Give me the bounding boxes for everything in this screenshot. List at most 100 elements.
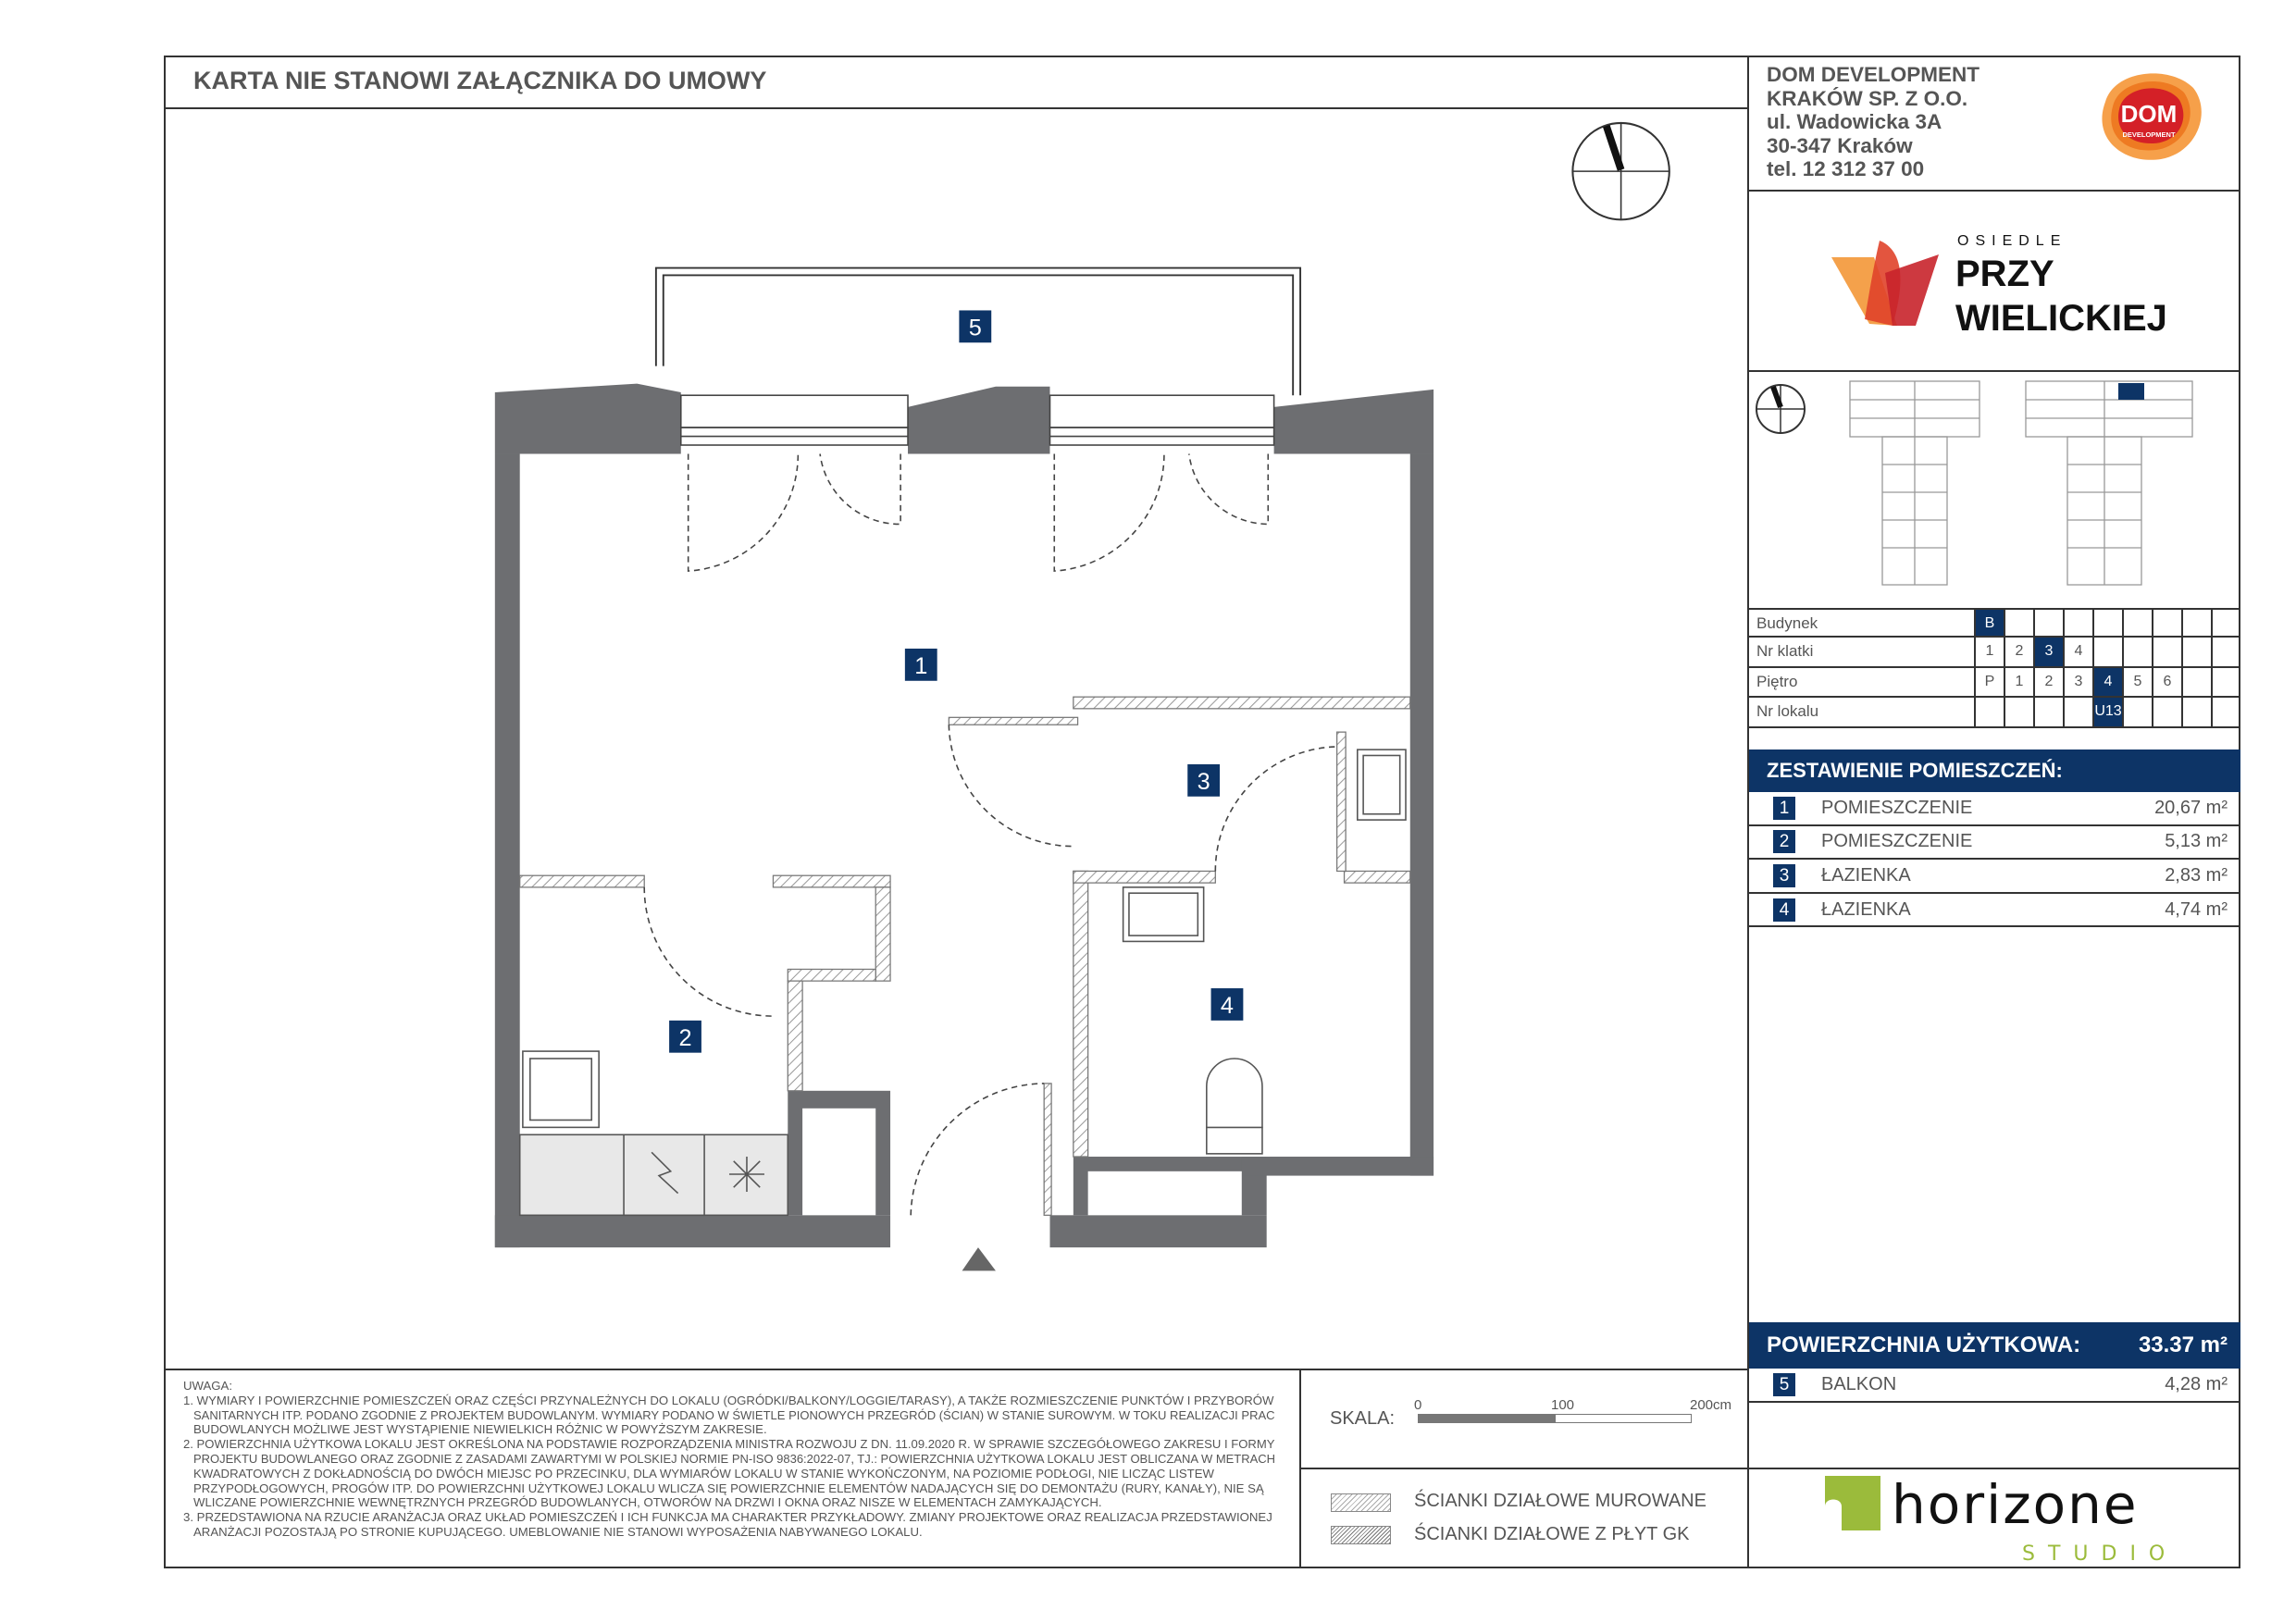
room-name: ŁAZIENKA: [1821, 864, 1911, 886]
door-swings: [643, 453, 1337, 1216]
room-row: 2 POMIESZCZENIE 5,13 m²: [1749, 826, 2240, 861]
dom-development-logo: DOM DEVELOPMENT: [2102, 73, 2202, 160]
key-plan: [1756, 380, 2193, 586]
location-cell: 4: [2092, 667, 2122, 697]
location-cell: 4: [2063, 638, 2092, 666]
room-labels: 1 2 3 4 5: [669, 310, 1244, 1053]
room-label-3: 3: [1198, 769, 1210, 795]
room-number: 4: [1773, 898, 1795, 922]
divider: [1748, 190, 2240, 192]
location-cell: 3: [2033, 638, 2063, 666]
location-cell: 6: [2152, 667, 2181, 697]
divider: [1748, 370, 2240, 372]
logo-wielickiej: WIELICKIEJ: [1955, 298, 2167, 338]
usable-area-label: POWIERZCHNIA UŻYTKOWA:: [1767, 1332, 2081, 1357]
key-plan-compass-icon: [1756, 384, 1806, 434]
location-cell: P: [1974, 667, 2004, 697]
divider: [1748, 1468, 2240, 1469]
compass-icon: [1571, 121, 1670, 221]
dom-logo-subtext: DEVELOPMENT: [2122, 130, 2176, 139]
location-cell: [2033, 610, 2063, 637]
location-cell: B: [1974, 610, 2004, 637]
studio-word: STUDIO: [2022, 1542, 2178, 1566]
room-area: 5,13 m²: [2165, 831, 2228, 852]
location-cell: 2: [2004, 638, 2033, 666]
windows: [679, 394, 1275, 446]
location-label: Piętro: [1756, 672, 1798, 690]
usable-area-value: 33.37 m²: [2138, 1332, 2228, 1357]
note-line: 1. WYMIARY I POWIERZCHNIE POMIESZCZEŃ OR…: [183, 1393, 1274, 1407]
company-info: DOM DEVELOPMENT KRAKÓW SP. Z O.O. ul. Wa…: [1767, 63, 1980, 181]
location-cell: [2033, 698, 2063, 726]
location-label: Nr klatki: [1756, 642, 1814, 661]
room-area: 4,28 m²: [2165, 1373, 2228, 1394]
company-line: 30-347 Kraków: [1767, 133, 1913, 157]
company-line: DOM DEVELOPMENT: [1767, 63, 1980, 86]
balcony-row: 5 BALKON 4,28 m²: [1749, 1369, 2240, 1403]
room-name: ŁAZIENKA: [1821, 898, 1911, 920]
walls: [494, 383, 1434, 1248]
location-cell: [2004, 698, 2033, 726]
bathroom-fixtures: [1122, 749, 1407, 1155]
location-cell: [2181, 698, 2211, 726]
location-cell: [2211, 610, 2240, 637]
location-cell: [2211, 638, 2240, 666]
room-name: POMIESZCZENIE: [1821, 797, 1973, 818]
location-cell: [2211, 698, 2240, 726]
note-line: PROJEKTU BUDOWLANEGO ORAZ ZGODNIE Z ZASA…: [193, 1451, 1276, 1466]
company-line: KRAKÓW SP. Z O.O.: [1767, 86, 1968, 110]
room-name: POMIESZCZENIE: [1821, 831, 1973, 852]
divider: [1747, 56, 1749, 1568]
legend-masonry: ŚCIANKI DZIAŁOWE MUROWANE: [1414, 1491, 1706, 1511]
legend-swatch-masonry: [1331, 1493, 1391, 1512]
location-cell: [2063, 610, 2092, 637]
horizone-word: horizone: [1892, 1473, 2139, 1536]
note-line: 3. PRZEDSTAWIONA NA RZUCIE ARANŻACJA ORA…: [183, 1510, 1272, 1525]
room-label-5: 5: [969, 315, 982, 341]
room-number: 3: [1773, 863, 1795, 887]
floor-plan: 1 2 3 4 5: [494, 121, 1670, 1271]
scale-tick: 100: [1551, 1397, 1575, 1413]
location-cell: [2063, 698, 2092, 726]
scale-tick: 0: [1414, 1397, 1422, 1413]
location-cell: [2152, 638, 2181, 666]
scale-tick: 200cm: [1690, 1397, 1732, 1413]
room-label-4: 4: [1221, 993, 1234, 1019]
location-cell: 1: [2004, 667, 2033, 697]
scale-label: SKALA:: [1330, 1408, 1396, 1429]
location-cell: 5: [2122, 667, 2152, 697]
location-cell: 1: [1974, 638, 2004, 666]
location-cell: [2122, 610, 2152, 637]
location-cell: 2: [2033, 667, 2063, 697]
notes: UWAGA: 1. WYMIARY I POWIERZCHNIE POMIESZ…: [183, 1379, 1285, 1540]
note-line: WLICZANE POWIERZCHNIE WEWNĘTRZNYCH PRZEG…: [193, 1495, 1102, 1510]
company-line: ul. Wadowicka 3A: [1767, 110, 1942, 133]
location-cell: [2152, 698, 2181, 726]
company-line: tel. 12 312 37 00: [1767, 157, 1925, 180]
room-row: 3 ŁAZIENKA 2,83 m²: [1749, 860, 2240, 894]
scale-bar-empty: [1555, 1414, 1692, 1423]
note-line: SANITARNYCH ITP. PODANO ZGODNIE Z PROJEK…: [193, 1407, 1275, 1422]
divider: [164, 1369, 1748, 1370]
usable-area-bar: POWIERZCHNIA UŻYTKOWA: 33.37 m²: [1749, 1322, 2240, 1369]
location-cell: [1974, 698, 2004, 726]
room-area: 2,83 m²: [2165, 864, 2228, 886]
location-cell: [2181, 610, 2211, 637]
location-cell: U13: [2092, 698, 2122, 726]
room-number: 1: [1773, 796, 1795, 820]
room-number: 2: [1773, 830, 1795, 854]
scale-bar-filled: [1418, 1414, 1555, 1423]
location-cell: [2181, 667, 2211, 697]
location-cell: 3: [2063, 667, 2092, 697]
divider: [164, 107, 1748, 109]
location-cell: [2211, 667, 2240, 697]
location-cell: [2092, 638, 2122, 666]
note-line: PRZYPODŁOGOWYCH, PROGÓW ITP. DO POWIERZC…: [193, 1481, 1264, 1495]
location-cell: [2092, 610, 2122, 637]
